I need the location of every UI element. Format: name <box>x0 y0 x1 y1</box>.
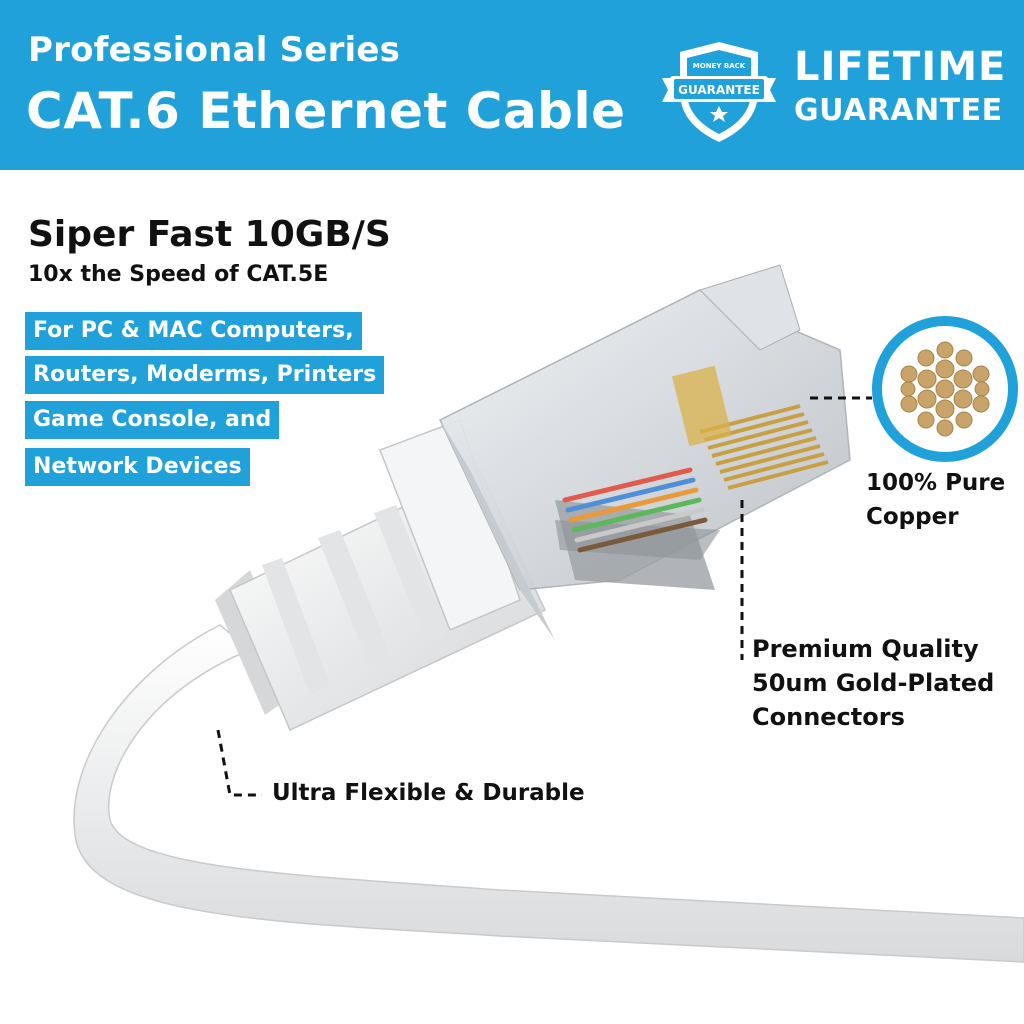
compat-label-1: For PC & MAC Computers, <box>25 312 362 350</box>
product-title: CAT.6 Ethernet Cable <box>26 82 626 140</box>
badge-ribbon-text: GUARANTEE <box>678 83 760 97</box>
speed-headline: Siper Fast 10GB/S <box>28 214 391 255</box>
guarantee-text: GUARANTEE <box>794 93 1003 128</box>
ethernet-connector-illustration <box>73 264 1024 963</box>
copper-callout-line-1: 100% Pure <box>866 470 1006 496</box>
copper-cross-section-icon <box>872 316 1018 462</box>
badge-top-text: MONEY BACK <box>693 62 746 70</box>
colored-wire-pairs <box>562 467 708 553</box>
gold-callout-line-1: Premium Quality <box>752 635 979 663</box>
gold-plated-contacts-icon <box>699 404 829 490</box>
header-banner: Professional Series CAT.6 Ethernet Cable… <box>0 0 1024 170</box>
series-subtitle: Professional Series <box>28 30 401 70</box>
gold-callout-line-3: Connectors <box>752 703 905 731</box>
compat-label-4: Network Devices <box>25 448 250 486</box>
copper-callout-line-2: Copper <box>866 504 959 530</box>
flexible-callout: Ultra Flexible & Durable <box>272 780 585 806</box>
gold-callout-line-2: 50um Gold-Plated <box>752 669 995 697</box>
copper-callout: 100% Pure Copper <box>866 466 1005 534</box>
money-back-guarantee-badge-icon: MONEY BACK GUARANTEE <box>662 42 776 142</box>
gold-connector-callout: Premium Quality 50um Gold-Plated Connect… <box>752 632 994 734</box>
compat-label-2: Routers, Moderms, Printers <box>25 356 385 394</box>
compat-label-3: Game Console, and <box>25 401 280 439</box>
speed-subline: 10x the Speed of CAT.5E <box>28 262 329 287</box>
copper-strands-icon <box>900 341 990 437</box>
lifetime-text: LIFETIME <box>794 44 1007 90</box>
